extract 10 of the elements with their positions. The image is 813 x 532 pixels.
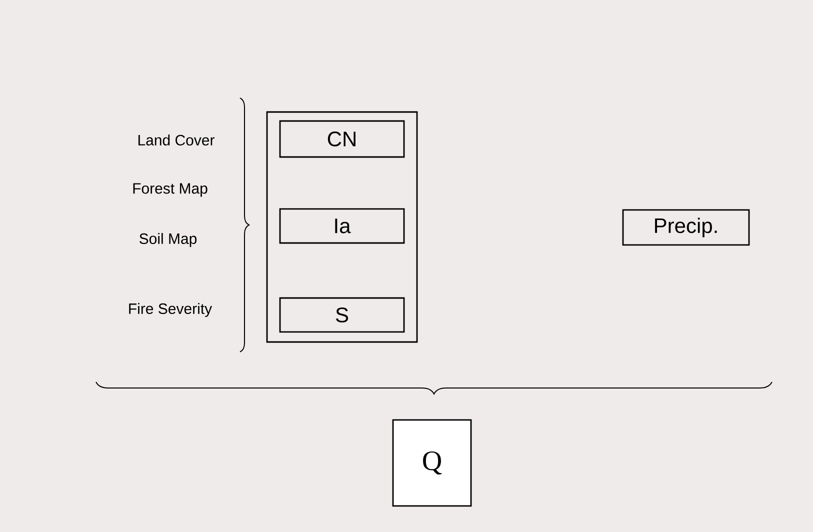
group-box <box>266 111 418 343</box>
variable-box: S <box>279 297 405 333</box>
variable-box: Ia <box>279 208 405 244</box>
variable-box: CN <box>279 120 405 158</box>
variable-box: Precip. <box>622 209 750 246</box>
input-label: Land Cover <box>138 134 214 146</box>
input-label: Fire Severity <box>129 303 212 317</box>
input-label: Forest Map <box>133 183 208 197</box>
result-box: Q <box>392 419 472 507</box>
input-label: Soil Map <box>140 233 197 247</box>
